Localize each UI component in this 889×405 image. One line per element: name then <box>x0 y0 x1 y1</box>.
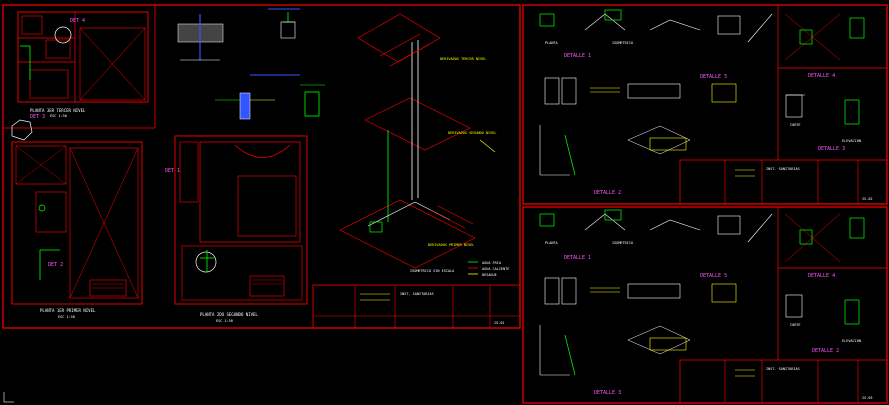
right-bottom-sheet: DETALLE 1 DETALLE 5 DETALLE 4 DETALLE 2 … <box>522 206 888 404</box>
right-bottom-frame <box>522 206 888 404</box>
left-sheet: DET 4 PLANTA 3ER TERCER NIVEL ESC 1:50 D… <box>2 4 521 329</box>
detail-title: DETALLE 5 <box>700 273 727 279</box>
plan-scale: ESC 1:50 <box>216 319 233 323</box>
detail-callout-circle <box>54 26 72 44</box>
right-top-sheet: DETALLE 1 DETALLE 5 DETALLE 4 DETALLE 3 … <box>522 4 888 205</box>
legend-item: AGUA CALIENTE <box>482 267 509 271</box>
detail-marker-label: DET 3 <box>30 114 45 120</box>
detail-sublabel: CORTE <box>790 323 801 327</box>
title-block-sheet: IS-03 <box>862 396 873 400</box>
isometric-label: DERIVADOS PRIMER NIVEL <box>428 243 474 247</box>
plan-title: PLANTA 2DO SEGUNDO NIVEL <box>200 312 258 317</box>
detail-title: DETALLE 5 <box>700 74 727 80</box>
detail-sublabel: ELEVACION <box>842 139 861 143</box>
title-block-project: INST. SANITARIAS <box>766 367 800 371</box>
pipe-section-details <box>177 8 325 120</box>
title-block: INST. SANITARIAS IS-03 <box>724 360 873 403</box>
isometric-title: ISOMETRICO SIN ESCALA <box>410 269 455 273</box>
title-block-project: INST. SANITARIAS <box>766 167 800 171</box>
detail-title: DETALLE 1 <box>564 53 591 59</box>
title-block: INST. SANITARIAS IS-01 <box>312 284 521 329</box>
detail-title: DETALLE 3 <box>594 390 621 396</box>
detail-sublabel: PLANTA <box>545 41 559 45</box>
plan-title: PLANTA 1ER PRIMER NIVEL <box>40 308 96 313</box>
legend-item: DESAGUE <box>482 273 497 277</box>
title-block-project: INST. SANITARIAS <box>400 292 434 296</box>
isometric-piping: DERIVADOS TERCER NIVEL DERIVADOS SEGUNDO… <box>339 13 496 273</box>
title-block-sheet: IS-02 <box>862 197 873 201</box>
detail-marker-label: DET 1 <box>165 168 180 174</box>
left-sheet-frame <box>2 4 521 329</box>
detail-sublabel: ELEVACION <box>842 339 861 343</box>
detail-sublabel: CORTE <box>790 123 801 127</box>
plan-scale: ESC 1:50 <box>58 315 75 319</box>
plan-title: PLANTA 3ER TERCER NIVEL <box>30 108 86 113</box>
isometric-label: DERIVADOS TERCER NIVEL <box>440 57 486 61</box>
right-top-frame <box>522 4 888 205</box>
detail-title: DETALLE 2 <box>812 348 839 354</box>
detail-callout-hex <box>11 119 33 141</box>
legend-item: AGUA FRIA <box>482 261 502 265</box>
detail-title: DETALLE 2 <box>594 190 621 196</box>
detail-marker-label: DET 4 <box>70 18 85 24</box>
isometric-label: DERIVADOS SEGUNDO NIVEL <box>448 131 496 135</box>
plan-second-level: DET 1 PLANTA 2DO SEGUNDO NIVEL ESC 1:50 <box>165 135 308 323</box>
detail-title: DETALLE 1 <box>564 255 591 261</box>
ucs-axis-icon <box>3 392 14 403</box>
legend: AGUA FRIA AGUA CALIENTE DESAGUE <box>468 261 509 277</box>
plan-third-level: DET 4 PLANTA 3ER TERCER NIVEL ESC 1:50 <box>17 11 149 118</box>
detail-marker-label: DET 2 <box>48 262 63 268</box>
detail-title: DETALLE 4 <box>808 273 835 279</box>
title-block-sheet: IS-01 <box>494 321 505 325</box>
detail-title: DETALLE 3 <box>818 146 845 152</box>
detail-sublabel: PLANTA <box>545 241 559 245</box>
detail-sublabel: ISOMETRICO <box>612 241 633 245</box>
plan-first-level: DET 3 DET 2 PLANTA 1ER PRIMER NIVEL ESC … <box>11 114 143 319</box>
detail-sublabel: ISOMETRICO <box>612 41 633 45</box>
plan-scale: ESC 1:50 <box>50 114 67 118</box>
detail-callout-circle <box>195 251 217 273</box>
title-block: INST. SANITARIAS IS-02 <box>724 160 873 204</box>
detail-title: DETALLE 4 <box>808 73 835 79</box>
